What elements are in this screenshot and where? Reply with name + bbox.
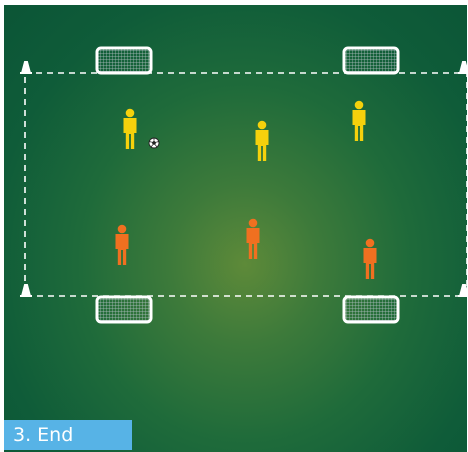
cone-icon [20, 284, 32, 297]
goal-icon [95, 46, 153, 75]
cone-icon [458, 61, 467, 74]
drill-diagram [20, 46, 467, 324]
player-icon [363, 238, 377, 279]
soccer-ball-icon [148, 137, 160, 149]
cone-icon [20, 61, 32, 74]
pitch [4, 5, 467, 452]
player-icon [255, 120, 269, 161]
stage-label: 3. End [4, 420, 132, 450]
player-icon [115, 224, 129, 265]
player-icon [246, 218, 260, 259]
player-icon [123, 108, 137, 149]
player-icon [352, 100, 366, 141]
playing-area-boundary [24, 72, 467, 297]
goal-icon [342, 295, 400, 324]
goal-icon [95, 295, 153, 324]
cone-icon [458, 284, 467, 297]
goal-icon [342, 46, 400, 75]
